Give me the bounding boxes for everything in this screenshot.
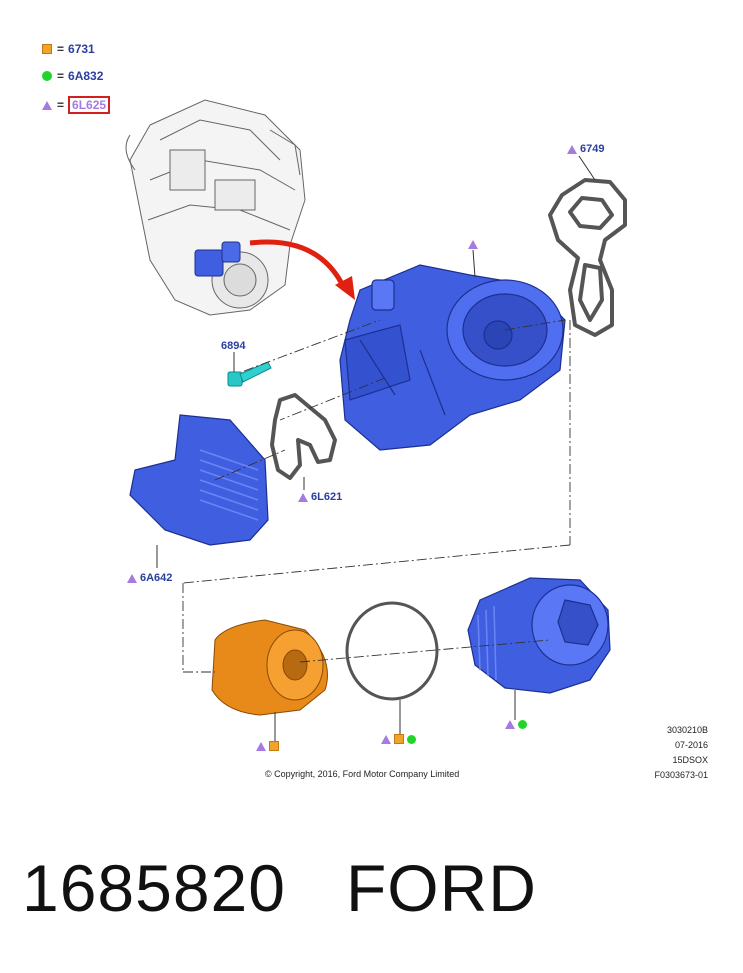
legend-code-highlighted[interactable]: 6L625: [68, 96, 111, 114]
legend-equals: =: [57, 69, 65, 83]
legend-code[interactable]: 6A832: [68, 69, 104, 83]
meta-line-1: 3030210B: [666, 725, 708, 735]
triangle-icon: [256, 741, 266, 751]
triangle-icon: [468, 240, 478, 249]
callout-6L621[interactable]: 6L621: [298, 491, 342, 503]
callout-filter-cap[interactable]: [505, 720, 527, 729]
assembly-centerlines: [182, 319, 571, 673]
callout-o-ring[interactable]: [381, 734, 416, 744]
callout-housing-marker[interactable]: [468, 240, 478, 249]
drawing-meta: 3030210B 07-2016 15DSOX F0303673-01: [654, 723, 708, 783]
brand-name: FORD: [345, 851, 537, 925]
circle-icon: [42, 71, 52, 81]
triangle-icon: [42, 100, 52, 110]
triangle-icon: [381, 734, 391, 744]
callout-6894[interactable]: 6894: [221, 340, 245, 352]
legend-row-6A832: = 6A832: [42, 69, 103, 83]
square-icon: [394, 734, 404, 744]
legend-code[interactable]: 6731: [68, 42, 95, 56]
o-ring-seal: [345, 601, 439, 701]
legend-equals: =: [57, 98, 65, 112]
legend-equals: =: [57, 42, 65, 56]
circle-icon: [407, 734, 416, 744]
copyright-notice: © Copyright, 2016, Ford Motor Company Li…: [265, 769, 460, 779]
meta-line-3: 15DSOX: [672, 755, 708, 765]
oil-filter-element: [211, 619, 328, 716]
part-number: 1685820: [22, 851, 286, 925]
callout-label: 6749: [580, 143, 605, 155]
engine-module-highlight: [194, 241, 241, 277]
meta-line-4: F0303673-01: [654, 770, 708, 780]
callout-filter-element[interactable]: [256, 741, 279, 751]
circle-icon: [518, 720, 527, 729]
leader-lines: [156, 155, 596, 742]
oil-cooler-6A642: [129, 414, 269, 546]
square-icon: [269, 741, 279, 751]
bolt-6894: [227, 361, 272, 387]
legend-row-6731: = 6731: [42, 42, 95, 56]
triangle-icon: [505, 720, 515, 729]
callout-label: 6894: [221, 340, 246, 352]
triangle-icon: [567, 144, 577, 154]
callout-6749[interactable]: 6749: [567, 143, 604, 155]
gasket-6L621: [270, 393, 337, 480]
callout-6A642[interactable]: 6A642: [127, 572, 172, 584]
oil-filter-cap: [467, 577, 611, 694]
red-arrow-icon: [249, 239, 355, 300]
oil-filter-housing: [339, 264, 566, 451]
callout-label: 6L621: [311, 491, 343, 503]
gasket-6749: [548, 178, 627, 337]
legend-row-6L625: = 6L625: [42, 96, 111, 114]
square-icon: [42, 44, 52, 54]
triangle-icon: [298, 492, 308, 502]
engine-illustration: [125, 99, 306, 316]
callout-label: 6A642: [140, 572, 173, 584]
part-title: 1685820 FORD: [22, 850, 597, 926]
meta-line-2: 07-2016: [674, 740, 708, 750]
triangle-icon: [127, 573, 137, 583]
